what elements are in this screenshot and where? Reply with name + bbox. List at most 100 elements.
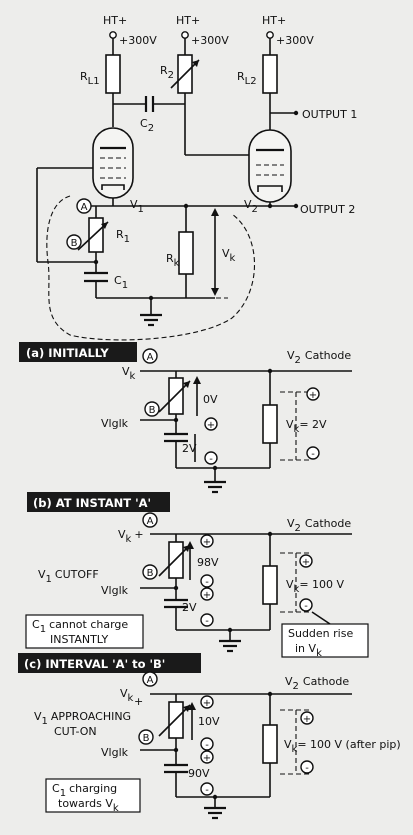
panel-c-sign-2: + [203,753,211,764]
panel-a-vglk: Vlglk [101,417,129,430]
panel-c-point-b-text: B [143,733,150,744]
panel-b-sign-4: + [302,557,310,568]
panel-c-rk-voltage: Vk= 100 V (after pip) [284,738,401,755]
vk-label: Vk [222,247,236,264]
point-b-text: B [71,238,78,249]
panel-a-heading: (a) INITIALLY [26,346,109,360]
panel-c-r1-voltage: 10V [198,715,220,728]
panel-a-point-b-text: B [149,405,156,416]
terminal-circle-2 [181,31,189,39]
panel-c-c1-voltage: 90V [188,767,210,780]
ht-terminal-3: HT+ +300V [262,14,314,47]
terminal-circle-1 [109,31,117,39]
panel-c-point-a-text: A [147,675,154,686]
panel-a-sign-2: + [309,390,317,401]
panel-c-sign-5: - [305,763,309,774]
top-circuit: HT+ +300V HT+ +300V HT+ +300V RL1 C2 [36,14,357,341]
panel-a-rk-voltage: Vk= 2V [286,418,327,435]
panel-b-sign-1: - [205,577,209,588]
c2-label: C2 [140,117,154,134]
ht-voltage-2: +300V [191,34,229,47]
v1-tube: V1 [92,127,144,215]
panel-a-c1-voltage: 2V [182,442,197,455]
c1-label: C1 [114,274,128,291]
panel-c-sign-1: - [205,740,209,751]
rk-label: Rk [166,252,180,269]
panel-b-rk-voltage: Vk= 100 V [286,578,345,595]
panel-a-r1-voltage: 0V [203,393,218,406]
panel-b-heading-band [27,492,170,512]
point-b-marker [66,234,82,250]
panel-b-note-right [281,623,369,658]
v2-label: V2 [244,198,258,215]
current-loop-outline [46,195,256,341]
panel-c-sign-4: + [303,714,311,725]
ht-terminal-2: HT+ +300V [176,14,229,47]
ht-label-2: HT+ [176,14,200,27]
v1-label: V1 [130,198,144,215]
panel-a-heading-band [19,342,137,362]
r2-variable-arrow [170,59,200,89]
panel-b-sign-0: + [203,537,211,548]
rk-resistor [178,231,194,275]
panel-b-note-right-1: Sudden rise [288,627,353,640]
r1-resistor [88,217,104,253]
panel-a-point-b [144,401,160,417]
panel-b-heading: (b) AT INSTANT 'A' [33,496,151,510]
panel-b-note-right-2: in Vk [295,642,322,659]
panel-c-status-2: CUT-ON [54,725,97,738]
panel-b-c1-voltage: 2V [182,601,197,614]
ht-label-3: HT+ [262,14,286,27]
panel-b-sign-3: - [205,616,209,627]
panel-b-point-a-text: A [147,516,154,527]
panel-c-sign-3: - [205,785,209,796]
output2-label: OUTPUT 2 [300,203,355,216]
panel-b-point-b-text: B [147,568,154,579]
ht-label-1: HT+ [103,14,127,27]
panel-c-vglk: Vlglk [101,746,129,759]
point-a-text: A [81,202,88,213]
panel-b-r1-voltage: 98V [197,556,219,569]
panel-a-sign-0: + [207,420,215,431]
panel-a-sign-1: - [209,454,213,465]
panel-a-sign-3: - [311,449,315,460]
panel-c-vk-plus: + [134,695,143,708]
panel-c-note-left [45,778,141,813]
v2-tube: V2 [244,129,292,215]
panel-c-sign-0: + [203,698,211,709]
r2-label: R2 [160,64,174,81]
ht-voltage-1: +300V [119,34,157,47]
rl2-label: RL2 [237,70,257,87]
panel-b-note-left-2: INSTANTLY [50,633,108,646]
panel-b-note-left [25,614,144,649]
output1-label: OUTPUT 1 [302,108,357,121]
ht-terminal-1: HT+ +300V [103,14,157,47]
ht-voltage-3: +300V [276,34,314,47]
panel-a-point-a-text: A [147,352,154,363]
panel-a-point-a [142,348,158,364]
panel-b-sign-5: - [304,601,308,612]
panel-b-sign-2: + [203,590,211,601]
rl1-label: RL1 [80,70,100,87]
terminal-circle-3 [266,31,274,39]
rl1-resistor [105,54,121,94]
panel-c-note-left-2: towards Vk [58,797,119,814]
rl2-resistor [262,54,278,94]
panel-c-heading-band [18,653,201,673]
panel-b-vglk: Vlglk [101,584,129,597]
panel-b-vk-label: Vk+ [118,528,144,545]
panel-a-vk-label: Vk [122,365,136,382]
r1-label: R1 [116,228,130,245]
